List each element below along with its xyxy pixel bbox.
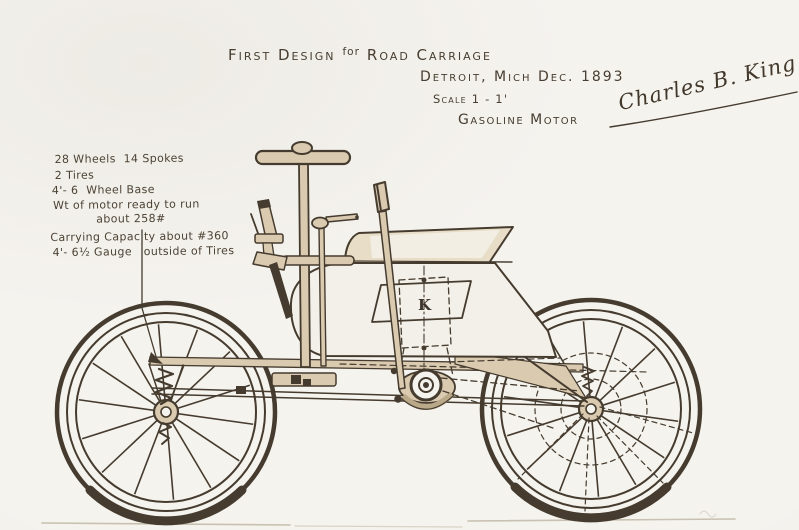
dashed-ray (584, 417, 590, 512)
seat-inner (370, 230, 500, 258)
body-mark-letter: K (418, 296, 432, 314)
title-rest: Road Carriage (367, 46, 492, 64)
leader-arrowhead (148, 352, 163, 364)
lever-bracket (252, 251, 288, 271)
front-lower-spring (158, 422, 172, 445)
belt-sweep-outline (400, 394, 455, 410)
ground-line (294, 525, 463, 528)
bolt-dot (421, 277, 427, 283)
carriage-body: K (282, 226, 557, 358)
mid-lever-knob (311, 216, 329, 230)
belt-sweep (400, 391, 455, 410)
drive-belt-hidden-line (447, 357, 561, 363)
leader-line (141, 229, 158, 361)
mid-lever-rod (318, 227, 327, 367)
lever-lower-blade (269, 262, 293, 319)
chassis (148, 330, 649, 445)
dashed-ray (599, 406, 694, 434)
location-date: Detroit, Mich Dec. 1893 (420, 69, 625, 85)
lower-frame-rail (151, 393, 585, 407)
flywheel-ring (418, 377, 434, 393)
lower-frame-rail (151, 387, 585, 402)
scan-artifact (699, 510, 717, 518)
rear-drive-hidden-lines (517, 352, 694, 512)
tiller-knob (291, 141, 313, 155)
lever-pivot (394, 395, 402, 403)
spec-notes: 28 Wheels 14 Spokes 2 Tires 4'- 6 Wheel … (50, 152, 234, 259)
step-block (291, 375, 301, 384)
rail-clamp (236, 386, 246, 394)
mid-lever-bar (325, 213, 359, 223)
spec-wheel-base: 4'- 6 Wheel Base (52, 183, 155, 197)
front-lever-cap (257, 199, 271, 209)
mid-lever-tip (355, 215, 359, 219)
cylinder-hidden-outline (398, 276, 452, 349)
drive-belt-hidden-line (440, 377, 581, 392)
drawing-title: First Design for Road Carriage (228, 46, 492, 64)
step-block (303, 379, 311, 386)
header-text: First Design for Road Carriage Detroit, Mi… (228, 46, 799, 128)
lever-pointer (250, 213, 260, 237)
title-for: for (342, 46, 359, 58)
signature-flourish (609, 91, 798, 128)
spec-wheels-spokes: 28 Wheels 14 Spokes (55, 152, 184, 166)
drive-belt-hidden-line (442, 390, 557, 430)
rear-rail-taper (454, 351, 587, 399)
control-cross-bar (281, 255, 355, 266)
front-fork (148, 363, 184, 402)
grip-edge (376, 184, 382, 212)
spec-carrying-capacity: Carrying Capacity about #360 (50, 229, 229, 244)
spec-tires: 2 Tires (55, 169, 95, 182)
lever-collar (254, 233, 284, 244)
annotation-leader (141, 229, 163, 364)
drive-hub-dashed-circle (560, 378, 622, 440)
dashed-ray (517, 413, 584, 480)
rear-coil-spring (581, 366, 595, 397)
signature: Charles B. King (616, 51, 799, 115)
front-wheel (57, 303, 275, 521)
front-coil-spring (154, 367, 175, 406)
dashed-ray (596, 415, 664, 484)
bolt-dot (421, 345, 427, 351)
lever-pivot (390, 367, 398, 375)
scale-note: Scale 1 - 1' (433, 92, 508, 106)
crank-pin (423, 382, 429, 388)
signature-group: Charles B. King (616, 51, 799, 115)
spec-motor-weight-line2: about 258# (96, 212, 166, 226)
engine-type: Gasoline Motor (458, 112, 579, 128)
spec-motor-weight-line1: Wt of motor ready to run (53, 197, 200, 212)
drive-pulley-dashed-circle (534, 352, 648, 466)
spec-gauge: 4'- 6½ Gauge outside of Tires (52, 244, 234, 259)
title-main: First Design (228, 46, 335, 64)
controls (250, 141, 513, 403)
control-rod (353, 260, 513, 263)
